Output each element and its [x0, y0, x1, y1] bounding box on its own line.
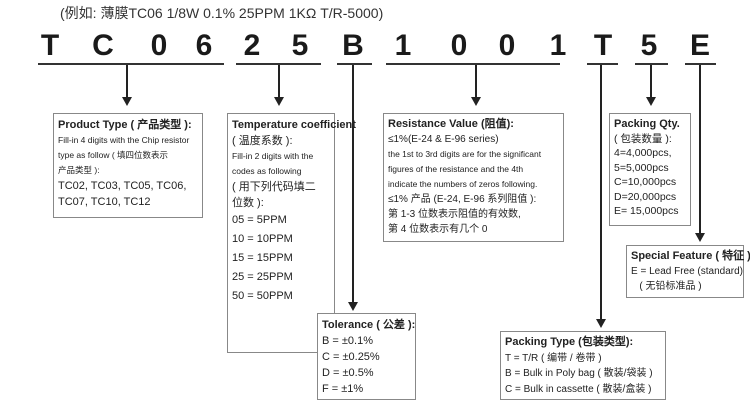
temperature-heading: Temperature coefficient	[232, 119, 356, 131]
packing-qty-heading-cn: ( 包装数量 ):	[614, 132, 672, 145]
product-type-desc: 产品类型 ):	[58, 165, 100, 175]
resistance-desc: figures of the resistance and the 4th	[388, 164, 524, 174]
packing-qty-value: 5=5,000pcs	[614, 161, 669, 174]
resistance-desc-cn: ≤1% 产品 (E-24, E-96 系列阻值 ):	[388, 194, 537, 205]
resistance-desc: the 1st to 3rd digits are for the signif…	[388, 149, 542, 159]
product-type-heading: Product Type ( 产品类型 ):	[58, 119, 192, 131]
temperature-desc-cn: 位数 ):	[232, 197, 264, 209]
tolerance-value: D = ±0.5%	[322, 367, 374, 379]
arrow-head-icon	[274, 97, 284, 106]
code-char: 0	[450, 29, 468, 62]
temperature-desc-cn: ( 用下列代码填二	[232, 181, 316, 193]
code-char: 5	[640, 29, 658, 62]
connector-line	[126, 65, 128, 97]
arrow-head-icon	[596, 319, 606, 328]
product-type-desc: type as follow ( 填四位数表示	[58, 150, 169, 160]
temperature-value: 15 = 15PPM	[232, 252, 293, 264]
tolerance-box: Tolerance ( 公差 ): B = ±0.1% C = ±0.25% D…	[317, 313, 416, 400]
resistance-desc: ≤1%(E-24 & E-96 series)	[388, 134, 499, 145]
underline-product-type	[38, 63, 224, 65]
code-char: T	[593, 29, 613, 62]
packing-type-value: T = T/R ( 编带 / 卷带 )	[505, 352, 602, 364]
code-char: T	[40, 29, 60, 62]
product-type-values: TC07, TC10, TC12	[58, 196, 151, 208]
arrow-head-icon	[471, 97, 481, 106]
code-char: 0	[498, 29, 516, 62]
temperature-value: 25 = 25PPM	[232, 271, 293, 283]
underline-temperature	[236, 63, 321, 65]
tolerance-heading: Tolerance ( 公差 ):	[322, 319, 416, 331]
special-value: ( 无铅标准品 )	[631, 281, 702, 292]
tolerance-value: C = ±0.25%	[322, 351, 380, 363]
packing-type-box: Packing Type (包装类型): T = T/R ( 编带 / 卷带 )…	[500, 331, 666, 400]
packing-qty-value: D=20,000pcs	[614, 190, 677, 203]
resistance-desc-cn: 第 4 位数表示有几个 0	[388, 224, 488, 235]
packing-qty-value: 4=4,000pcs,	[614, 147, 672, 159]
resistance-box: Resistance Value (阻值): ≤1%(E-24 & E-96 s…	[383, 113, 564, 242]
connector-line	[278, 65, 280, 97]
connector-line	[650, 65, 652, 97]
temperature-desc: Fill-in 2 digits with the	[232, 151, 314, 161]
code-char: B	[342, 29, 364, 62]
temperature-desc: codes as following	[232, 166, 302, 176]
temperature-value: 50 = 50PPM	[232, 290, 293, 302]
product-type-box: Product Type ( 产品类型 ): Fill-in 4 digits …	[53, 113, 203, 218]
code-char: 1	[549, 29, 567, 62]
connector-line	[352, 65, 354, 303]
code-char: 1	[394, 29, 412, 62]
code-char: 2	[243, 29, 261, 62]
product-type-values: TC02, TC03, TC05, TC06,	[58, 180, 187, 192]
connector-line	[699, 65, 701, 233]
code-char: E	[689, 29, 711, 62]
arrow-head-icon	[695, 233, 705, 242]
arrow-head-icon	[348, 302, 358, 311]
underline-packing-qty	[635, 63, 668, 65]
underline-packing-type	[587, 63, 618, 65]
special-value: E = Lead Free (standard)	[631, 266, 744, 277]
resistance-desc-cn: 第 1-3 位数表示阻值的有效数,	[388, 209, 521, 220]
code-char: 5	[291, 29, 309, 62]
example-title: (例如: 薄膜TC06 1/8W 0.1% 25PPM 1KΩ T/R-5000…	[60, 5, 384, 21]
resistance-desc: indicate the numbers of zeros following.	[388, 179, 538, 189]
code-char: 0	[150, 29, 168, 62]
packing-qty-heading: Packing Qty.	[614, 118, 680, 130]
packing-type-value: B = Bulk in Poly bag ( 散装/袋装 )	[505, 368, 653, 379]
code-char: 6	[195, 29, 213, 62]
special-feature-box: Special Feature ( 特征 ): E = Lead Free (s…	[626, 245, 750, 298]
special-heading: Special Feature ( 特征 ):	[631, 250, 750, 262]
connector-line	[475, 65, 477, 97]
temperature-value: 05 = 5PPM	[232, 214, 287, 226]
tolerance-value: B = ±0.1%	[322, 335, 373, 347]
arrow-head-icon	[122, 97, 132, 106]
packing-qty-box: Packing Qty. ( 包装数量 ): 4=4,000pcs, 5=5,0…	[609, 113, 691, 226]
resistance-heading: Resistance Value (阻值):	[388, 118, 514, 130]
connector-line	[600, 65, 602, 320]
packing-qty-value: E= 15,000pcs	[614, 205, 679, 217]
packing-qty-value: C=10,000pcs	[614, 176, 677, 188]
product-type-desc: Fill-in 4 digits with the Chip resistor	[58, 135, 190, 145]
underline-special	[685, 63, 716, 65]
packing-type-value: C = Bulk in cassette ( 散装/盒装 )	[505, 383, 652, 395]
temperature-value: 10 = 10PPM	[232, 233, 293, 245]
tolerance-value: F = ±1%	[322, 383, 364, 395]
arrow-head-icon	[646, 97, 656, 106]
temperature-heading-cn: ( 温度系数 ):	[232, 135, 293, 147]
packing-type-heading: Packing Type (包装类型):	[505, 336, 634, 348]
underline-resistance	[386, 63, 560, 65]
code-char: C	[92, 29, 114, 62]
underline-tolerance	[337, 63, 372, 65]
